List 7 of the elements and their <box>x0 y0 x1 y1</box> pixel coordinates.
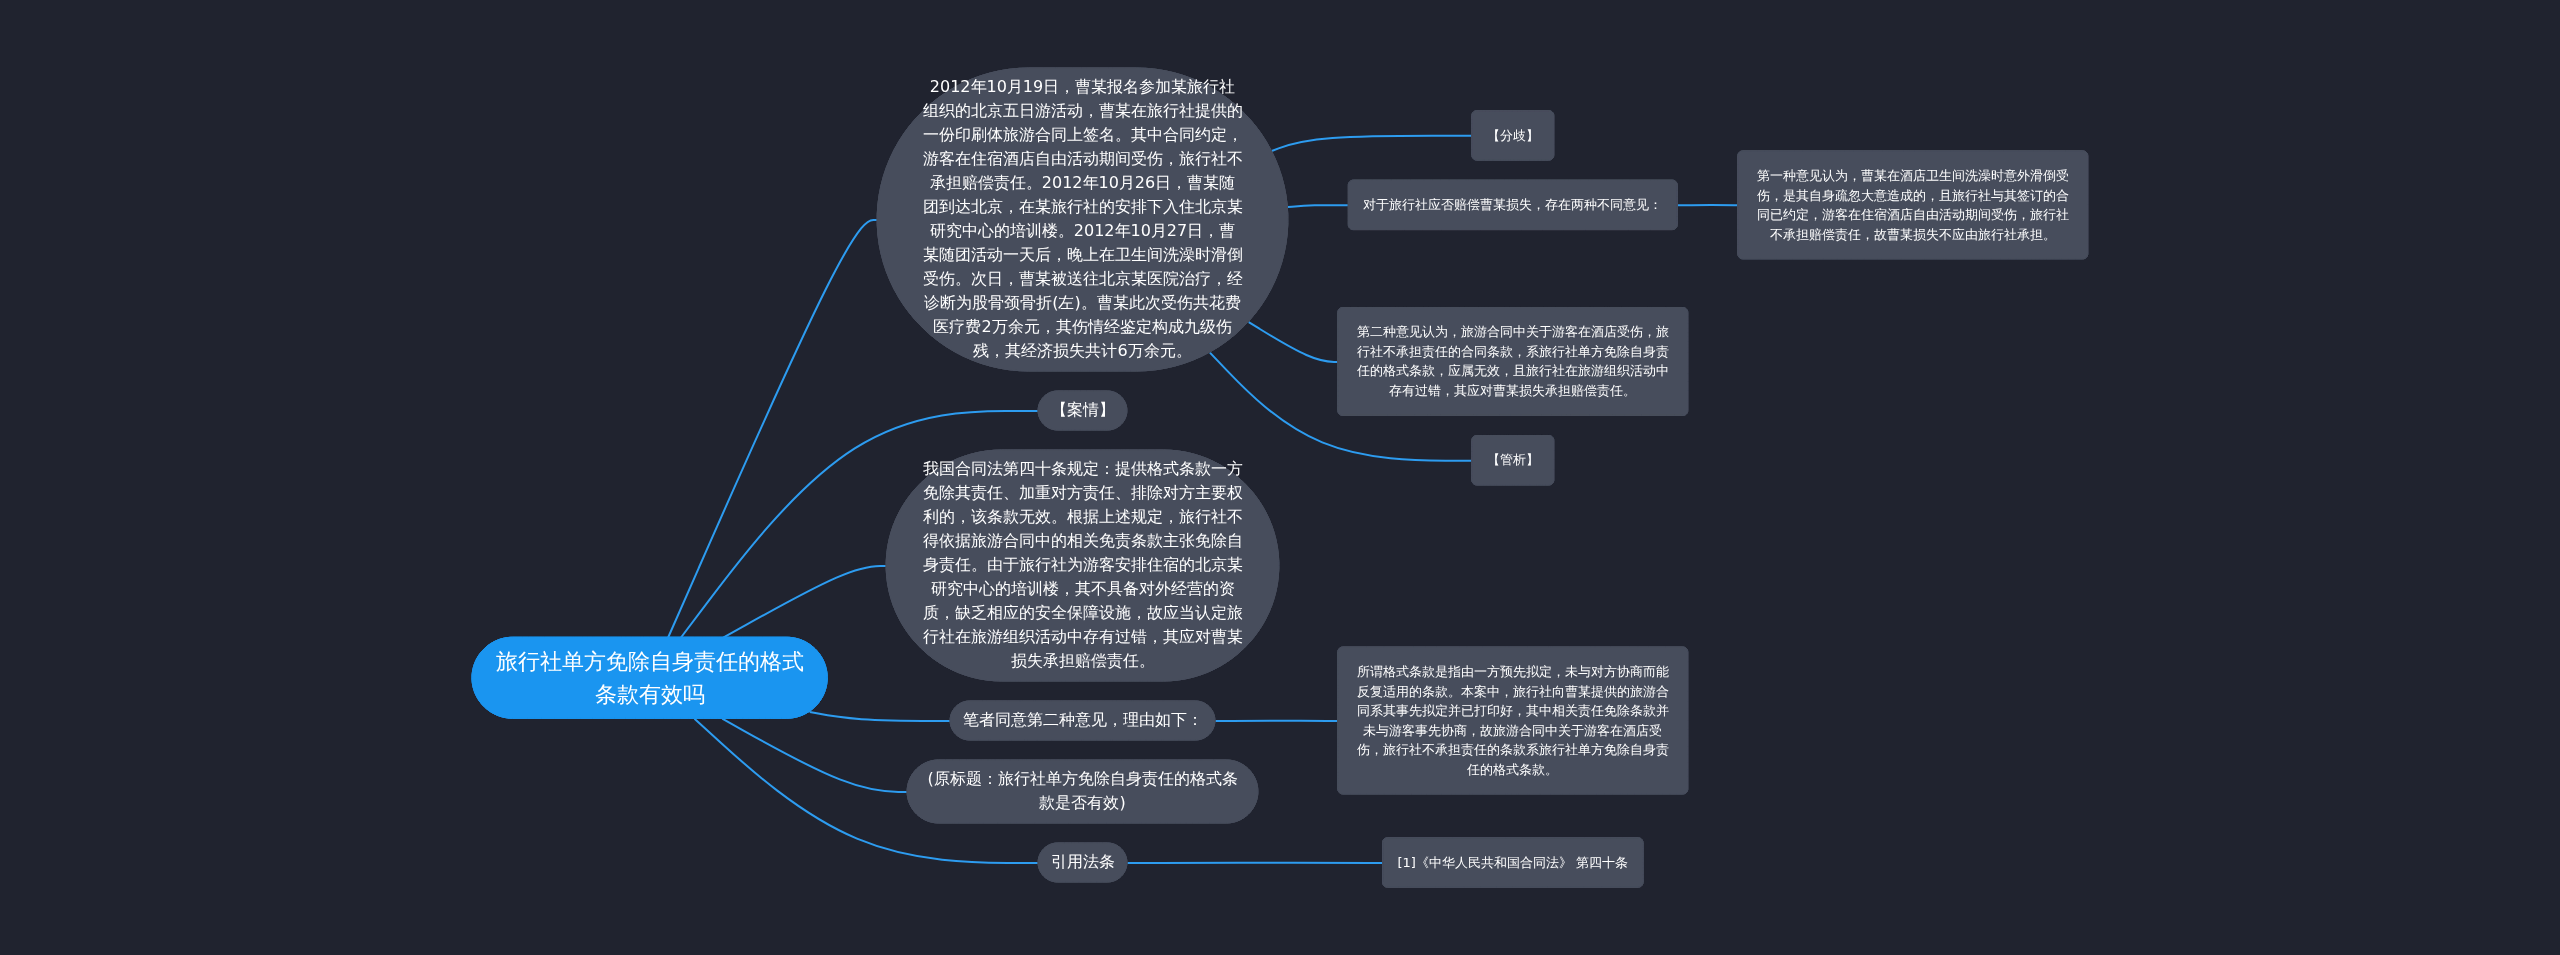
connector <box>722 564 888 639</box>
connector <box>679 409 1040 639</box>
connector <box>667 218 879 639</box>
connector <box>693 717 1040 864</box>
connector <box>721 717 909 793</box>
connector <box>808 710 952 722</box>
connector <box>1286 204 1350 208</box>
